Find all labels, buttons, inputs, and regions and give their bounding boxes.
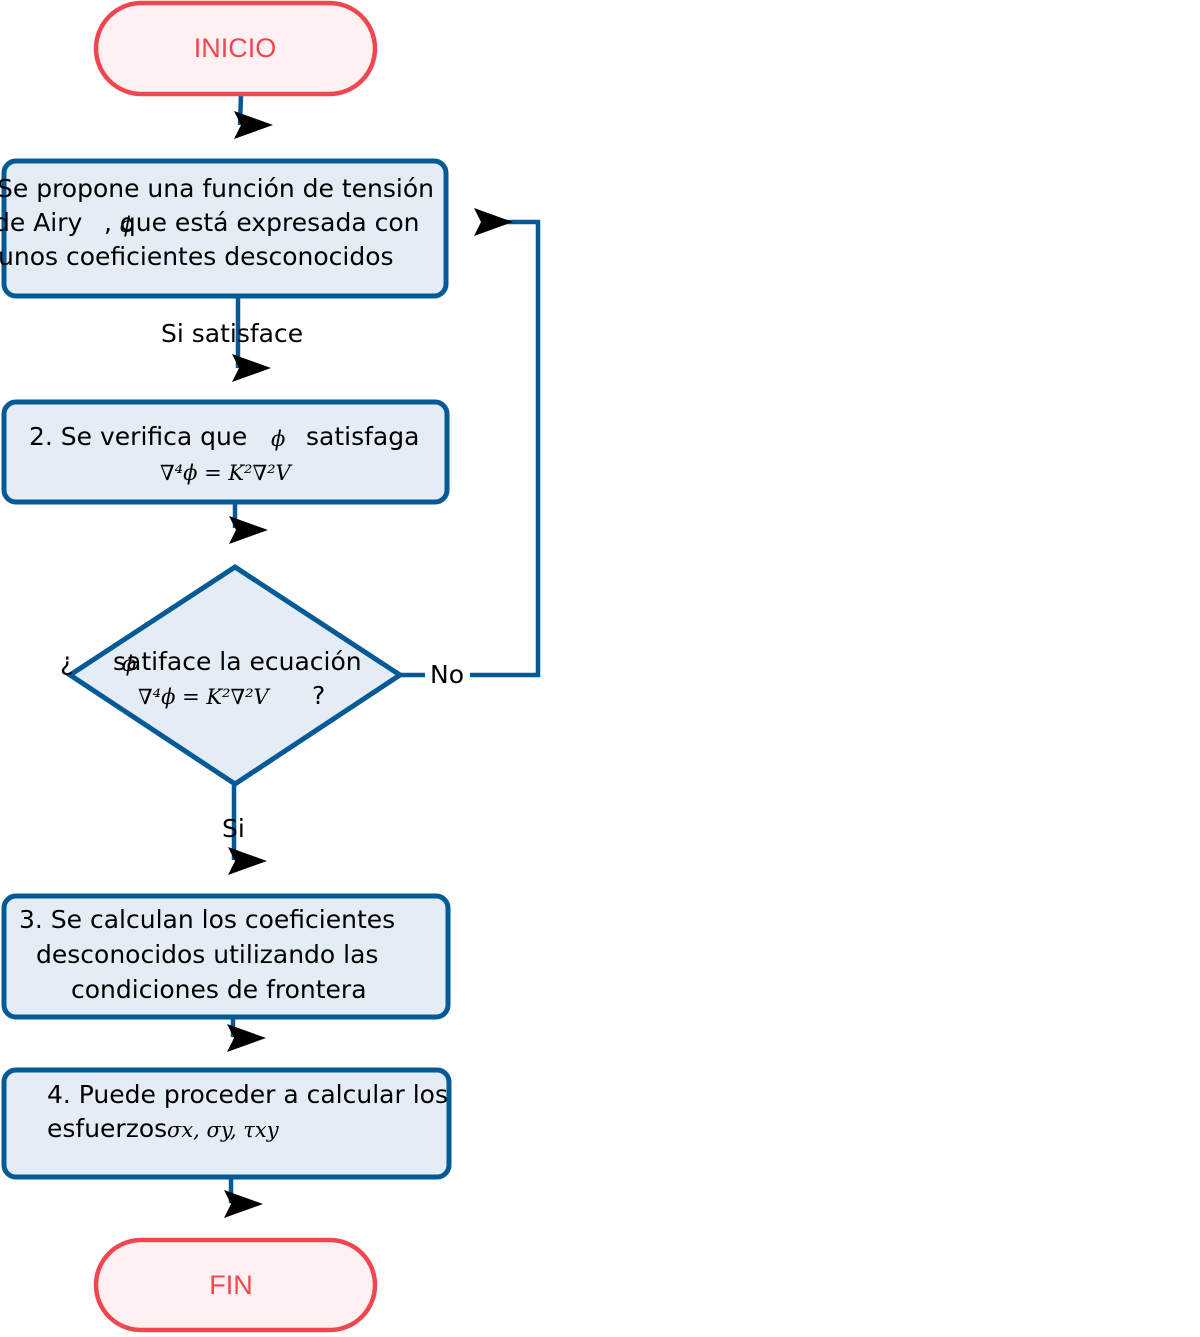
start-terminal: INICIO: [93, 0, 378, 97]
step-4-equation: σx, σy, τxy: [167, 1118, 280, 1142]
step-1-line-1: Se propone una función de tensión: [0, 174, 434, 203]
decision-line-1: satiface la ecuación: [113, 647, 362, 676]
edge-decision-no-loop-b: [470, 219, 541, 678]
end-label: FIN: [209, 1270, 253, 1300]
step-3-line-2: desconocidos utilizando las: [36, 940, 378, 969]
arrowhead-start-step1: [234, 111, 273, 139]
step-3-line-3: condiciones de frontera: [71, 975, 367, 1004]
arrowhead-step1-step2: [232, 354, 271, 382]
step-1-box: Se propone una función de tensión de Air…: [0, 158, 449, 299]
arrowhead-decision-step3: [228, 847, 267, 875]
step-4-box: 4. Puede proceder a calcular los esfuerz…: [1, 1067, 452, 1180]
arrowheads: [224, 111, 513, 1218]
step-4-line-2: esfuerzos: [47, 1114, 167, 1143]
arrowhead-loop-step1: [474, 208, 513, 236]
step-1-phi-symbol: ϕ: [120, 213, 134, 237]
start-label: INICIO: [194, 33, 277, 63]
step-1-line-2b: , que está expresada con: [104, 208, 420, 237]
arrowhead-step3-step4: [227, 1024, 266, 1052]
decision-phi-symbol: ϕ: [122, 652, 136, 676]
end-terminal: FIN: [93, 1237, 378, 1333]
step-4-line-1: 4. Puede proceder a calcular los: [47, 1080, 448, 1109]
step-2-line-1: 2. Se verifica que: [29, 422, 247, 451]
step-1-line-3: unos coeficientes desconocidos: [0, 242, 394, 271]
decision-close-question-mark: ?: [312, 681, 325, 710]
edge-label-no: No: [430, 660, 464, 689]
decision-diamond: ¿ ϕ satiface la ecuación ∇⁴ϕ = K²∇²V ?: [60, 564, 405, 787]
step-2-phi-symbol: ϕ: [271, 427, 285, 451]
step-3-box: 3. Se calculan los coeficientes desconoc…: [1, 893, 451, 1020]
step-2-line-1b: satisfaga: [306, 422, 419, 451]
edge-label-si: Si: [222, 814, 245, 843]
arrowhead-step2-decision: [229, 516, 268, 544]
step-3-line-1: 3. Se calculan los coeficientes: [19, 905, 395, 934]
decision-open-question-mark: ¿: [60, 647, 73, 676]
step-2-box: 2. Se verifica que ϕ satisfaga ∇⁴ϕ = K²∇…: [1, 399, 450, 505]
step-1-line-2a: de Airy: [0, 208, 83, 237]
arrowhead-step4-end: [224, 1190, 263, 1218]
decision-equation: ∇⁴ϕ = K²∇²V: [138, 685, 271, 709]
step-2-equation: ∇⁴ϕ = K²∇²V: [160, 461, 293, 485]
edge-label-si-satisface: Si satisface: [161, 319, 303, 348]
